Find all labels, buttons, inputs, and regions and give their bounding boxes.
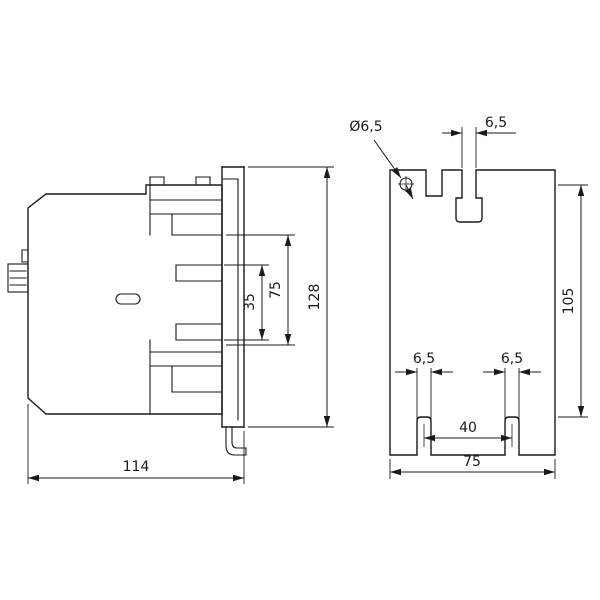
dim-label-rear-mounting-height: 105: [561, 288, 577, 315]
dim-label-rear-top-slot: 6,5: [485, 115, 507, 131]
dimension-rear-top-slot: 6,5: [442, 115, 516, 168]
side-front-clamp: [7, 263, 29, 293]
leader-line: [405, 184, 414, 200]
dimension-side-width: 114: [27, 404, 245, 484]
rear-view: Ø6,5 6,5 105 6,5: [349, 115, 588, 479]
dim-label-rear-bottom-slot-right: 6,5: [501, 351, 523, 367]
side-front-notch: [21, 249, 29, 263]
dimension-rear-width: 75: [389, 454, 556, 479]
side-body-outline: [27, 184, 223, 415]
dimension-side-terminal-span: 75: [226, 234, 295, 346]
dim-label-rear-slot-distance: 40: [459, 420, 477, 436]
side-view: 114 128 75 35: [7, 166, 334, 484]
dim-label-side-terminal-inner: 35: [242, 293, 258, 311]
dimension-rear-bottom-slot-left: 6,5: [395, 351, 453, 419]
side-top-tab-right: [195, 176, 211, 186]
side-din-clip: [225, 426, 247, 456]
dim-label-rear-width: 75: [463, 454, 481, 470]
dimension-rear-hole-diameter: Ø6,5: [349, 119, 414, 200]
dim-label-side-width: 114: [123, 459, 150, 475]
dim-label-rear-bottom-slot-left: 6,5: [413, 351, 435, 367]
dim-label-side-height: 128: [307, 284, 323, 311]
dimension-side-height: 128: [248, 166, 334, 428]
side-oval-slot: [115, 293, 141, 305]
side-top-tab-left: [149, 176, 165, 186]
dimension-rear-mounting-height: 105: [558, 184, 588, 418]
dim-label-rear-hole-diameter: Ø6,5: [349, 119, 382, 135]
dimension-rear-slot-distance: 40: [423, 420, 513, 447]
dim-label-side-terminal-span: 75: [268, 281, 284, 299]
dimension-rear-bottom-slot-right: 6,5: [483, 351, 541, 419]
leader-line: [373, 139, 402, 179]
rear-plate-outline: [389, 169, 556, 456]
dimension-side-terminal-inner: 35: [224, 264, 269, 341]
